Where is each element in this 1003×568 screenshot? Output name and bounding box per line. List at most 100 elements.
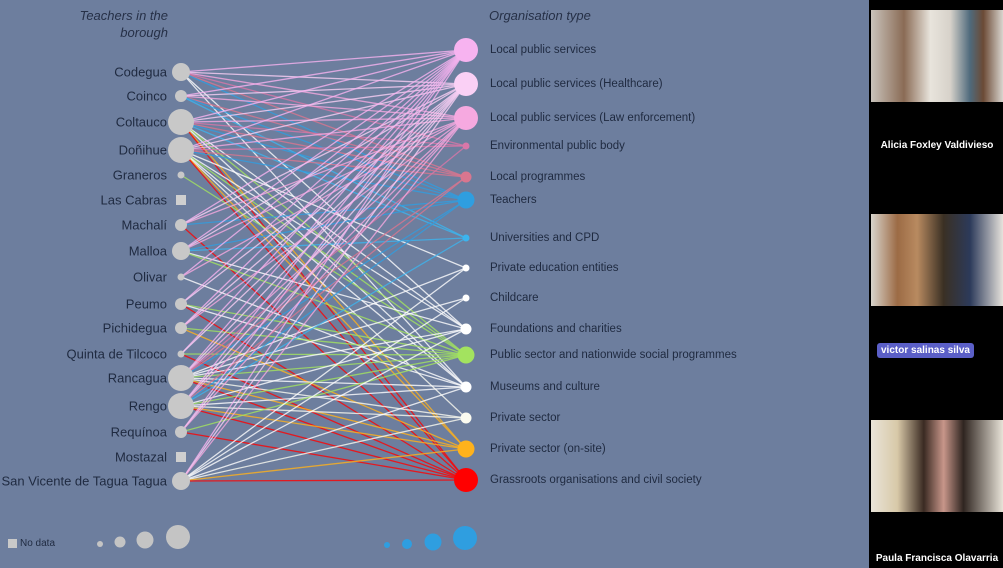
borough-node-nodata: [176, 452, 186, 462]
link-line: [180, 448, 467, 482]
no-data-label: No data: [20, 538, 56, 549]
link-line: [180, 117, 467, 482]
link-line: [180, 117, 467, 379]
organisation-label: Local programmes: [490, 171, 586, 183]
link-line: [180, 49, 467, 151]
link-line: [180, 199, 467, 226]
link-line: [180, 83, 467, 329]
borough-label: Machalí: [121, 217, 167, 233]
link-line: [180, 117, 467, 151]
link-line: [180, 176, 467, 379]
link-line: [180, 83, 467, 97]
link-line: [180, 328, 467, 379]
link-line: [180, 199, 467, 379]
borough-label: Requínoa: [110, 424, 167, 440]
borough-node: [175, 322, 187, 334]
network-diagram: [97, 38, 478, 551]
link-line: [180, 49, 467, 73]
no-data-square: [8, 539, 17, 548]
organisation-node: [454, 38, 478, 62]
link-line: [180, 49, 467, 482]
link-line: [180, 117, 467, 433]
link-line: [180, 83, 467, 407]
link-line: [180, 303, 467, 356]
link-line: [180, 49, 467, 379]
borough-label: Codegua: [114, 64, 167, 80]
borough-node: [175, 298, 187, 310]
participant-tile[interactable]: Alicia Foxley Valdivieso: [871, 10, 1003, 210]
link-line: [180, 297, 467, 379]
link-line: [180, 83, 467, 123]
borough-node: [168, 109, 194, 135]
borough-node: [175, 219, 187, 231]
link-line: [180, 117, 467, 278]
link-line: [180, 121, 467, 178]
organisation-label: Museums and culture: [490, 381, 600, 393]
link-line: [180, 250, 467, 330]
organisation-size-legend: [453, 526, 477, 550]
borough-label: Coinco: [126, 88, 167, 104]
organisation-label: Grassroots organisations and civil socie…: [490, 474, 702, 486]
link-line: [180, 83, 467, 151]
link-line: [180, 71, 467, 388]
borough-node: [177, 171, 185, 179]
link-line: [180, 71, 467, 178]
participant-tile[interactable]: Paula Francisca Olavarria: [871, 420, 1003, 568]
teachers-header: Teachers in the borough: [79, 8, 168, 40]
organisation-header: Organisation type: [489, 8, 591, 23]
borough-node: [175, 90, 187, 102]
link-line: [180, 83, 467, 226]
organisation-label: Public sector and nationwide social prog…: [490, 349, 737, 361]
organisation-node: [462, 294, 470, 302]
link-line: [180, 49, 467, 305]
organisation-node: [460, 171, 472, 183]
no-data-legend: No data: [8, 538, 55, 549]
organisation-label: Local public services (Law enforcement): [490, 112, 696, 124]
link-line: [180, 267, 467, 379]
link-line: [180, 49, 467, 329]
link-line: [180, 49, 467, 123]
link-line: [180, 149, 467, 201]
link-line: [180, 149, 467, 330]
link-line: [180, 354, 467, 407]
link-line: [180, 149, 467, 356]
organisation-label: Private sector (on-site): [490, 443, 606, 455]
borough-label: Olivar: [133, 269, 167, 285]
borough-label: Graneros: [112, 167, 167, 183]
link-line: [180, 117, 467, 252]
video-feed: [871, 10, 1003, 102]
participant-name: victor salinas silva: [877, 343, 974, 358]
organisation-node: [457, 440, 475, 458]
link-line: [180, 121, 467, 481]
organisation-node: [462, 264, 470, 272]
borough-node: [168, 137, 194, 163]
link-line: [180, 71, 467, 85]
participants-panel: Alicia Foxley Valdivieso victor salinas …: [869, 0, 1003, 568]
organisation-label: Universities and CPD: [490, 232, 600, 244]
borough-node: [172, 63, 190, 81]
link-line: [180, 49, 467, 278]
link-line: [180, 149, 467, 388]
borough-label: San Vicente de Tagua Tagua: [1, 473, 167, 489]
borough-node: [172, 242, 190, 260]
link-line: [180, 327, 467, 356]
organisation-node: [462, 234, 470, 242]
link-line: [180, 297, 467, 482]
link-line: [180, 121, 467, 239]
organisation-label: Childcare: [490, 292, 539, 304]
participant-tile[interactable]: victor salinas silva: [871, 214, 1003, 414]
shared-slide: Teachers in the borough Organisation typ…: [0, 0, 869, 568]
teacher-size-legend: [166, 525, 190, 549]
video-feed: [871, 420, 1003, 512]
teacher-size-legend: [97, 541, 103, 547]
link-line: [180, 117, 467, 407]
borough-label: Rancagua: [107, 370, 167, 386]
link-line: [180, 49, 467, 226]
borough-node: [172, 472, 190, 490]
link-line: [180, 149, 467, 269]
borough-node: [168, 365, 194, 391]
link-line: [180, 199, 467, 407]
links: [180, 49, 467, 482]
borough-label: Malloa: [128, 243, 167, 259]
link-line: [180, 377, 467, 481]
